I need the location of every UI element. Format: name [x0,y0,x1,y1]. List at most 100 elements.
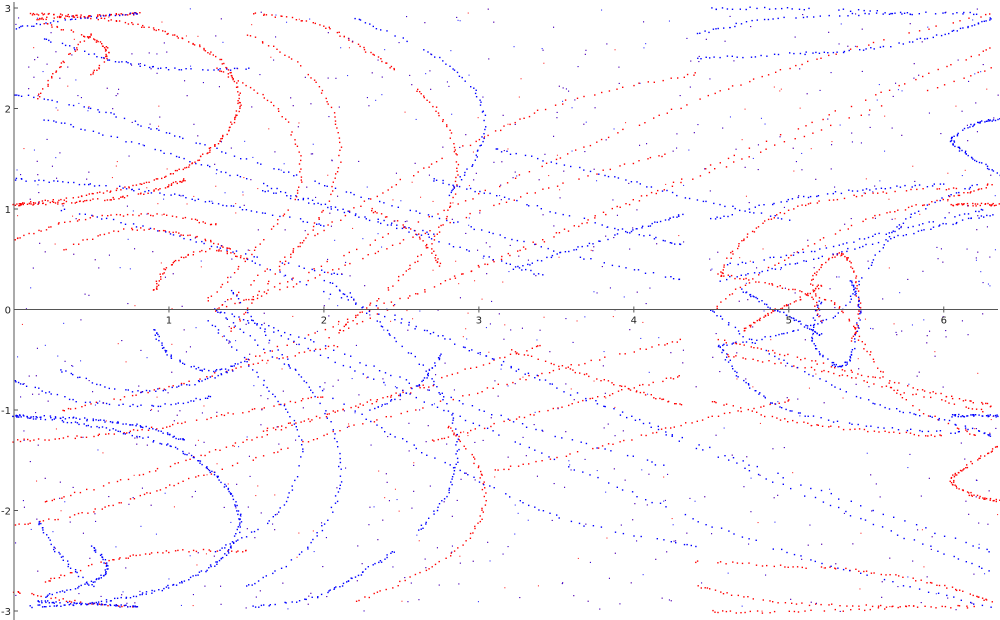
data-point [153,389,155,391]
data-point [741,158,743,160]
data-point [81,512,83,514]
data-point [33,13,36,16]
data-point [239,102,241,104]
data-point [300,20,302,22]
data-point [616,88,618,90]
data-point [406,440,408,443]
data-point [248,359,250,361]
data-point [239,318,241,320]
data-point [364,51,367,53]
data-point [989,406,992,408]
data-point [233,272,236,274]
data-point [390,415,392,418]
data-point [475,140,477,143]
data-point [307,334,310,336]
data-point [117,343,119,345]
data-point [319,402,321,405]
data-point [70,372,72,375]
data-point [127,557,129,559]
data-point [811,296,813,298]
data-point [774,403,777,405]
data-point [239,514,242,516]
data-point [858,428,861,430]
data-point [877,607,880,609]
data-point [394,314,396,316]
series-1-curve-3 [45,545,109,598]
data-point [46,500,48,502]
data-point [758,319,760,321]
data-point [815,274,818,276]
data-point [916,606,919,608]
data-point [482,511,484,513]
data-point [989,433,991,435]
data-point [140,426,143,428]
data-point [88,36,91,38]
data-point [858,310,860,312]
data-point [246,361,248,363]
data-point [291,485,293,487]
data-point [240,104,242,106]
data-point [855,331,858,333]
data-point [193,456,195,459]
data-point [220,138,222,140]
data-point [313,79,316,81]
data-point [197,460,199,462]
data-point [775,71,777,73]
data-point [374,210,376,213]
data-point [236,294,238,296]
data-point [986,88,988,90]
data-point [337,410,339,412]
data-point [226,371,228,374]
data-point [450,555,452,557]
data-point [304,598,306,600]
data-point [227,281,229,283]
data-point [164,187,167,189]
data-point [470,429,472,432]
data-point [68,53,70,55]
data-point [76,220,79,222]
data-point [20,416,22,418]
data-point [500,129,502,132]
data-point [40,92,42,94]
data-point [373,378,375,380]
data-point [91,382,94,384]
data-point [192,251,195,253]
data-point [92,198,94,200]
data-point [47,13,49,15]
data-point [153,189,155,191]
data-point [502,360,505,363]
data-point [240,513,242,515]
data-point [162,432,164,434]
data-point [55,71,57,73]
data-point [268,325,270,327]
data-point [740,612,742,614]
data-point [129,597,132,599]
data-point [449,202,452,204]
data-point [29,12,32,15]
data-point [216,476,219,479]
data-point [419,238,421,240]
data-point [151,592,153,594]
data-point [756,610,759,612]
data-point [889,606,891,608]
data-point [88,584,90,586]
data-point [218,249,220,251]
data-point [979,204,981,207]
data-point [773,86,775,88]
data-point [557,407,559,409]
data-point [268,280,270,283]
data-point [714,611,716,613]
data-point [177,462,179,464]
data-point [230,330,232,332]
data-point [877,605,880,607]
data-point [948,195,950,197]
data-point [468,350,470,352]
data-point [37,600,39,602]
data-point [679,338,681,341]
data-point [120,596,122,599]
data-point [73,514,76,516]
data-point [748,338,751,340]
data-point [176,182,178,185]
data-point [232,78,234,81]
data-point [155,188,157,190]
